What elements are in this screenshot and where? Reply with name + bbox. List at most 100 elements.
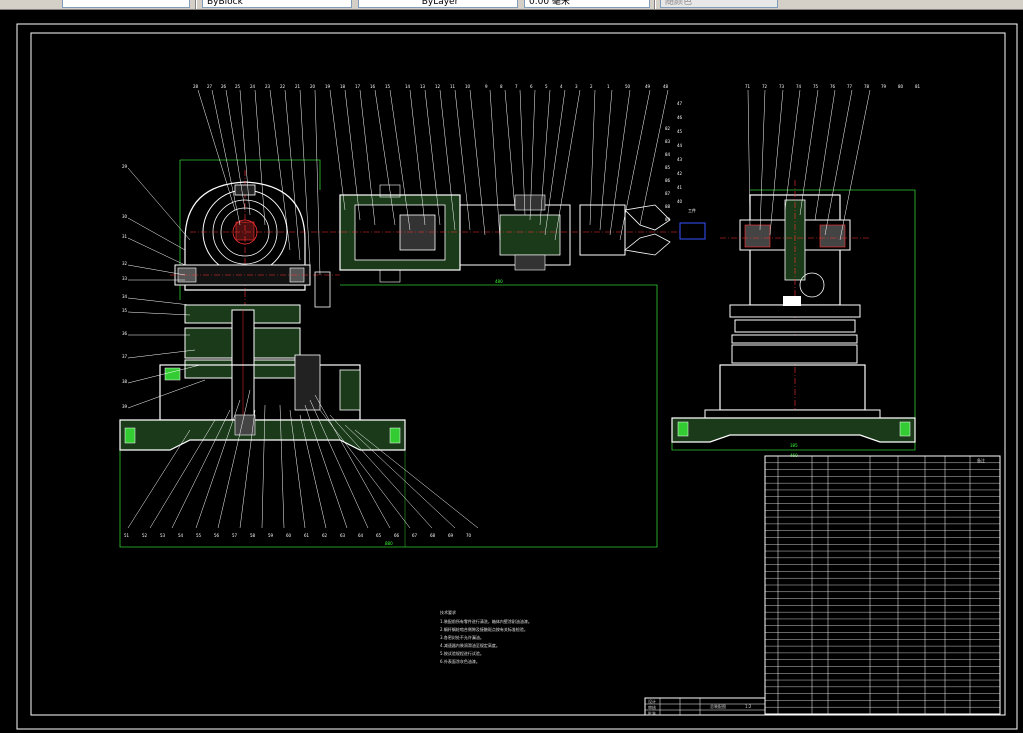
part-balloon: 86: [665, 178, 671, 183]
part-balloon: 84: [665, 152, 671, 157]
part-balloon: 81: [915, 84, 921, 89]
part-balloon: 11: [450, 84, 456, 89]
drawing-border-outer: [16, 23, 1018, 730]
part-balloon: 85: [665, 165, 671, 170]
part-balloon: 88: [665, 204, 671, 209]
part-balloon: 26: [221, 84, 227, 89]
part-balloon: 79: [881, 84, 887, 89]
part-balloon: 64: [358, 533, 364, 538]
cad-drawing: 880 480: [16, 23, 1018, 730]
part-balloon: 52: [142, 533, 148, 538]
part-balloon: 73: [779, 84, 785, 89]
lineweight-dropdown[interactable]: 0.00 毫米: [524, 0, 650, 8]
part-balloon: 31: [122, 234, 128, 239]
title-row-label: 审核: [648, 704, 656, 710]
part-balloon: 66: [394, 533, 400, 538]
drawing-canvas[interactable]: 880 480: [0, 10, 1023, 733]
part-balloon: 67: [412, 533, 418, 538]
part-balloon: 70: [466, 533, 472, 538]
part-balloon: 16: [370, 84, 376, 89]
part-balloon: 68: [430, 533, 436, 538]
part-balloon: 14: [405, 84, 411, 89]
layer-dropdown[interactable]: [62, 0, 190, 8]
note-line: 3.各密封处不允许漏油。: [440, 634, 484, 640]
part-balloon: 30: [122, 214, 128, 219]
part-balloon: 25: [235, 84, 241, 89]
dim-label: 385: [790, 443, 798, 448]
part-balloon: 74: [796, 84, 802, 89]
leader-lines-bottom: [127, 389, 479, 529]
part-balloon: 60: [286, 533, 292, 538]
note-line: 6.外表面涂灰色油漆。: [440, 658, 480, 664]
part-balloon: 83: [665, 139, 671, 144]
part-balloon: 12: [435, 84, 441, 89]
part-balloon: 13: [420, 84, 426, 89]
linetype-dropdown[interactable]: ByLayer: [358, 0, 518, 8]
properties-toolbar: ByBlock ByLayer 0.00 毫米 随颜色: [0, 0, 1023, 10]
arm-assembly: 工件: [330, 184, 706, 283]
part-balloon: 19: [325, 84, 331, 89]
leader-lines-side: [747, 89, 871, 241]
part-balloon: 33: [122, 276, 128, 281]
bill-of-materials: 备注: [764, 455, 1001, 715]
color-dropdown[interactable]: ByBlock: [202, 0, 352, 8]
part-balloon: 40: [677, 199, 683, 204]
drawing-border-inner: [30, 32, 1006, 716]
title-row-label: 设计: [648, 698, 656, 704]
part-balloon: 9: [485, 84, 488, 89]
part-balloon: 54: [178, 533, 184, 538]
front-view: 880 480: [119, 159, 658, 548]
part-balloon: 53: [160, 533, 166, 538]
part-balloon: 20: [310, 84, 316, 89]
part-balloon: 49: [645, 84, 651, 89]
drawing-name: 总装配图: [710, 703, 726, 709]
part-balloon: 18: [340, 84, 346, 89]
part-balloon: 24: [250, 84, 256, 89]
part-balloon: 23: [265, 84, 271, 89]
part-balloon: 58: [250, 533, 256, 538]
part-balloon: 59: [268, 533, 274, 538]
part-balloon: 56: [214, 533, 220, 538]
part-balloon: 77: [847, 84, 853, 89]
dim-label: 480: [495, 279, 503, 284]
part-balloon: 76: [830, 84, 836, 89]
part-balloon: 2: [590, 84, 593, 89]
part-balloon: 42: [677, 171, 683, 176]
part-balloon: 6: [530, 84, 533, 89]
part-balloon: 51: [124, 533, 130, 538]
part-balloon: 50: [625, 84, 631, 89]
part-balloon: 5: [545, 84, 548, 89]
part-balloon: 46: [677, 115, 683, 120]
toolbar-separator: [654, 0, 656, 9]
side-view: 385 460: [671, 180, 916, 458]
note-line: 5.按试验规程进行试验。: [440, 650, 484, 656]
part-balloon: 22: [280, 84, 286, 89]
part-balloon: 75: [813, 84, 819, 89]
part-balloon: 35: [122, 308, 128, 313]
part-balloon: 21: [295, 84, 301, 89]
part-balloon: 80: [898, 84, 904, 89]
part-balloon: 29: [122, 164, 128, 169]
part-balloon: 47: [677, 101, 683, 106]
part-balloon: 38: [122, 379, 128, 384]
part-balloon: 72: [762, 84, 768, 89]
part-balloon: 62: [322, 533, 328, 538]
part-balloon: 10: [465, 84, 471, 89]
part-balloon: 57: [232, 533, 238, 538]
plotstyle-dropdown[interactable]: 随颜色: [660, 0, 778, 8]
part-balloon: 43: [677, 157, 683, 162]
leader-lines-top: [197, 89, 669, 276]
part-balloon: 55: [196, 533, 202, 538]
note-line: 1.装配前所有零件进行清洗，箱体内壁涂耐油油漆。: [440, 618, 532, 624]
part-balloon: 61: [304, 533, 310, 538]
toolbar-separator: [195, 0, 197, 9]
part-balloon: 45: [677, 129, 683, 134]
part-balloon: 17: [355, 84, 361, 89]
part-balloon: 69: [448, 533, 454, 538]
notes-title: 技术要求: [440, 609, 456, 615]
part-balloon: 4: [560, 84, 563, 89]
note-line: 2.蜗杆蜗轮啮合侧隙及接触斑点按有关标准检验。: [440, 626, 528, 632]
part-balloon: 7: [515, 84, 518, 89]
bom-header-remark: 备注: [977, 457, 985, 463]
